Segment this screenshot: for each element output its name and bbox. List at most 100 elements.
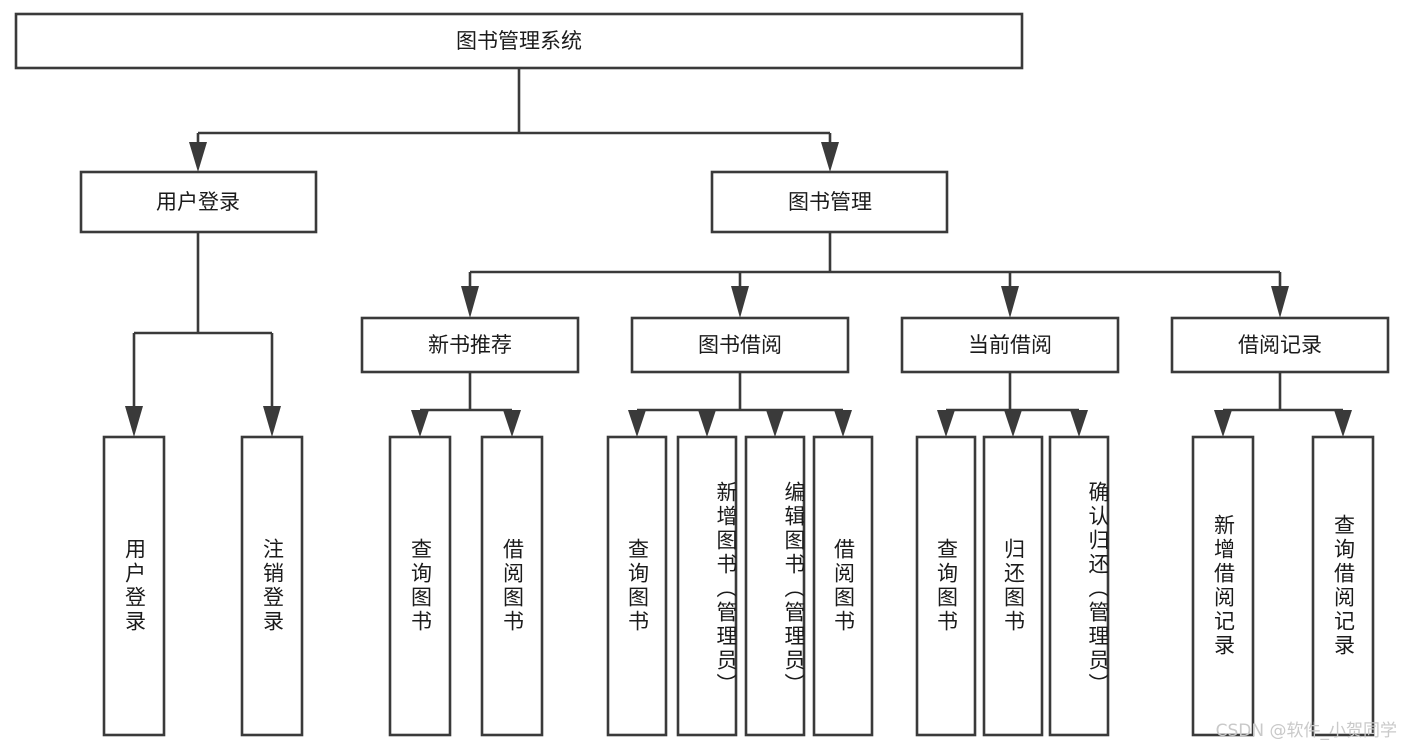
node-leaf-add-book-admin[interactable]: 新增图书（管理员）	[676, 435, 738, 737]
node-leaf-add-borrow-record[interactable]: 新增借阅记录	[1191, 435, 1255, 737]
arrow-head-icon	[628, 410, 646, 437]
node-leaf-query-borrow-record-box[interactable]	[1311, 435, 1375, 737]
node-root-box[interactable]	[14, 12, 1024, 70]
node-leaf-confirm-return-textwrap: 确认归还（管理员）	[1086, 481, 1108, 697]
node-leaf-return-book-box[interactable]	[982, 435, 1044, 737]
arrow-head-icon	[125, 406, 143, 437]
node-user-login[interactable]: 用户登录	[79, 170, 318, 234]
connector-group-current-borrow	[937, 372, 1088, 437]
node-leaf-query-book-rec[interactable]: 查询图书	[388, 435, 452, 737]
node-root-label: 图书管理系统	[456, 29, 582, 53]
arrow-head-icon	[1334, 410, 1352, 437]
node-leaf-borrow-book-bor[interactable]: 借阅图书	[812, 435, 874, 737]
node-leaf-add-borrow-record-label: 新增借阅记录	[1211, 514, 1236, 658]
node-leaf-return-book-label: 归还图书	[1001, 538, 1026, 634]
node-leaf-query-borrow-record-textwrap: 查询借阅记录	[1331, 514, 1356, 658]
arrow-head-icon	[731, 286, 749, 318]
node-new-book-rec-label: 新书推荐	[428, 333, 512, 357]
node-leaf-borrow-book-bor-label: 借阅图书	[831, 538, 856, 634]
arrow-head-icon	[1001, 286, 1019, 318]
node-leaf-return-book-textwrap: 归还图书	[1001, 538, 1026, 634]
arrow-head-icon	[503, 410, 521, 437]
node-leaf-edit-book-admin[interactable]: 编辑图书（管理员）	[744, 435, 806, 737]
node-leaf-query-book-rec-label: 查询图书	[408, 538, 433, 634]
node-leaf-query-book-cur[interactable]: 查询图书	[915, 435, 977, 737]
connector-group-user-login	[125, 232, 281, 437]
node-leaf-user-login-box[interactable]	[102, 435, 166, 737]
node-root[interactable]: 图书管理系统	[14, 12, 1024, 70]
node-borrow-record-box[interactable]	[1170, 316, 1390, 374]
node-user-login-box[interactable]	[79, 170, 318, 234]
node-book-manage-label: 图书管理	[788, 190, 872, 214]
node-leaf-logout-login-box[interactable]	[240, 435, 304, 737]
arrow-head-icon	[1004, 410, 1022, 437]
arrow-head-icon	[937, 410, 955, 437]
arrow-head-icon	[1214, 410, 1232, 437]
node-leaf-query-book-rec-textwrap: 查询图书	[408, 538, 433, 634]
csdn-watermark: CSDN @软件_小贺同学	[1215, 721, 1397, 741]
node-leaf-user-login-textwrap: 用户登录	[122, 538, 147, 634]
node-leaf-confirm-return-label: 确认归还（管理员）	[1086, 481, 1108, 697]
node-leaf-return-book[interactable]: 归还图书	[982, 435, 1044, 737]
node-leaf-confirm-return-box[interactable]	[1048, 435, 1110, 737]
arrow-head-icon	[263, 406, 281, 437]
node-leaf-edit-book-admin-label: 编辑图书（管理员）	[782, 481, 804, 697]
node-new-book-rec[interactable]: 新书推荐	[360, 316, 580, 374]
node-leaf-user-login-label: 用户登录	[122, 538, 147, 634]
node-leaf-add-book-admin-textwrap: 新增图书（管理员）	[714, 481, 736, 697]
node-leaf-query-book-bor-label: 查询图书	[625, 538, 650, 634]
node-leaf-borrow-book-bor-box[interactable]	[812, 435, 874, 737]
arrow-head-icon	[189, 142, 207, 172]
node-leaf-query-book-bor-textwrap: 查询图书	[625, 538, 650, 634]
arrow-head-icon	[834, 410, 852, 437]
node-current-borrow[interactable]: 当前借阅	[900, 316, 1120, 374]
node-leaf-user-login[interactable]: 用户登录	[102, 435, 166, 737]
node-leaf-query-borrow-record[interactable]: 查询借阅记录	[1311, 435, 1375, 737]
node-leaf-borrow-book-rec-label: 借阅图书	[500, 538, 525, 634]
node-borrow-record[interactable]: 借阅记录	[1170, 316, 1390, 374]
node-leaf-query-book-bor[interactable]: 查询图书	[606, 435, 668, 737]
connector-group-book-borrow	[628, 372, 852, 437]
node-leaf-borrow-book-bor-textwrap: 借阅图书	[831, 538, 856, 634]
node-book-borrow[interactable]: 图书借阅	[630, 316, 850, 374]
arrow-head-icon	[411, 410, 429, 437]
node-leaf-query-book-cur-textwrap: 查询图书	[935, 538, 959, 634]
node-leaf-add-book-admin-box[interactable]	[676, 435, 738, 737]
node-borrow-record-label: 借阅记录	[1238, 333, 1322, 357]
arrow-head-icon	[461, 286, 479, 318]
node-leaf-query-borrow-record-label: 查询借阅记录	[1331, 514, 1356, 658]
arrow-head-icon	[1070, 410, 1088, 437]
node-current-borrow-label: 当前借阅	[968, 333, 1052, 357]
node-leaf-add-borrow-record-box[interactable]	[1191, 435, 1255, 737]
node-leaf-confirm-return[interactable]: 确认归还（管理员）	[1048, 435, 1110, 737]
node-new-book-rec-box[interactable]	[360, 316, 580, 374]
node-leaf-query-book-bor-box[interactable]	[606, 435, 668, 737]
arrow-head-icon	[1271, 286, 1289, 318]
node-leaf-edit-book-admin-box[interactable]	[744, 435, 806, 737]
connector-group-new-book-rec	[411, 372, 521, 437]
connector-group-root	[189, 68, 839, 172]
node-leaf-query-book-rec-box[interactable]	[388, 435, 452, 737]
node-leaf-borrow-book-rec[interactable]: 借阅图书	[480, 435, 544, 737]
connector-group-book-manage	[461, 232, 1289, 318]
node-leaf-borrow-book-rec-textwrap: 借阅图书	[500, 538, 525, 634]
node-book-manage[interactable]: 图书管理	[710, 170, 949, 234]
node-book-borrow-box[interactable]	[630, 316, 850, 374]
node-leaf-edit-book-admin-textwrap: 编辑图书（管理员）	[782, 481, 804, 697]
node-user-login-label: 用户登录	[156, 190, 240, 214]
node-leaf-logout-login-textwrap: 注销登录	[260, 538, 285, 634]
arrow-head-icon	[766, 410, 784, 437]
arrow-head-icon	[821, 142, 839, 172]
node-leaf-add-borrow-record-textwrap: 新增借阅记录	[1211, 514, 1236, 658]
node-leaf-borrow-book-rec-box[interactable]	[480, 435, 544, 737]
node-leaf-add-book-admin-label: 新增图书（管理员）	[714, 481, 736, 697]
node-leaf-logout-login[interactable]: 注销登录	[240, 435, 304, 737]
connector-group-borrow-record	[1214, 372, 1352, 437]
node-current-borrow-box[interactable]	[900, 316, 1120, 374]
node-book-borrow-label: 图书借阅	[698, 333, 782, 357]
node-leaf-logout-login-label: 注销登录	[260, 538, 285, 634]
node-leaf-query-book-cur-box[interactable]	[915, 435, 977, 737]
node-book-manage-box[interactable]	[710, 170, 949, 234]
